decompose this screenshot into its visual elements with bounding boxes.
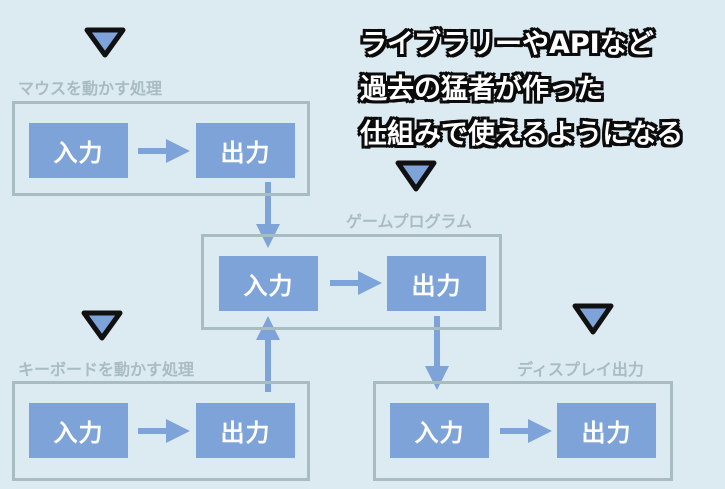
group-label-display: ディスプレイ出力 (517, 360, 644, 379)
mouse-output-box: 出力 (196, 123, 295, 178)
display-output-box: 出力 (557, 403, 656, 458)
group-label-keyboard: キーボードを動かす処理 (18, 360, 195, 379)
mouse-input-box: 入力 (29, 123, 128, 178)
keyboard-output-box: 出力 (196, 403, 295, 458)
annotation-line-1: ライブラリーやAPIなど (360, 29, 654, 60)
group-game (201, 234, 502, 330)
game-input-box: 入力 (219, 256, 318, 311)
group-keyboard (12, 381, 310, 481)
marker-triangle-keyboard (81, 310, 123, 341)
annotation-line-3: 仕組みで使えるようになる (360, 119, 684, 150)
group-display (373, 381, 673, 481)
group-label-game: ゲームプログラム (346, 212, 473, 231)
game-output-box: 出力 (387, 256, 486, 311)
keyboard-input-box: 入力 (29, 403, 128, 458)
group-label-mouse: マウスを動かす処理 (18, 79, 163, 98)
marker-triangle-game (395, 160, 437, 192)
display-input-box: 入力 (390, 403, 489, 458)
annotation-line-2: 過去の猛者が作った (360, 74, 603, 105)
group-mouse (12, 101, 310, 196)
marker-triangle-display (572, 303, 614, 335)
marker-triangle-mouse (84, 27, 126, 58)
